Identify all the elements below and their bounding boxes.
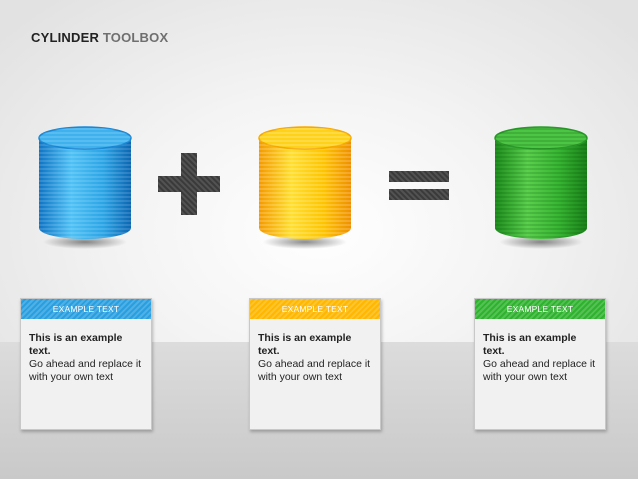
card-bold-text: This is an example text. [483, 332, 577, 357]
cylinder-yellow [256, 124, 354, 254]
card-header: EXAMPLE TEXT [21, 299, 151, 319]
text-card-green: EXAMPLE TEXT This is an example text. Go… [474, 298, 606, 430]
card-body-text: Go ahead and replace it with your own te… [483, 358, 596, 383]
card-body-text: Go ahead and replace it with your own te… [258, 358, 371, 383]
card-header: EXAMPLE TEXT [475, 299, 605, 319]
card-bold-text: This is an example text. [258, 332, 352, 357]
equals-icon [389, 171, 449, 206]
card-body: This is an example text. Go ahead and re… [250, 319, 380, 384]
text-card-blue: EXAMPLE TEXT This is an example text. Go… [20, 298, 152, 430]
card-bold-text: This is an example text. [29, 332, 123, 357]
title-part-2: TOOLBOX [102, 30, 169, 45]
cylinder-green [492, 124, 590, 254]
card-body-text: Go ahead and replace it with your own te… [29, 358, 142, 383]
text-card-yellow: EXAMPLE TEXT This is an example text. Go… [249, 298, 381, 430]
title-part-1: CYLINDER [31, 30, 100, 45]
card-body: This is an example text. Go ahead and re… [475, 319, 605, 384]
card-header: EXAMPLE TEXT [250, 299, 380, 319]
cylinder-blue [36, 124, 134, 254]
page-title: CYLINDER TOOLBOX [31, 30, 168, 45]
card-body: This is an example text. Go ahead and re… [21, 319, 151, 384]
plus-icon [158, 153, 220, 220]
